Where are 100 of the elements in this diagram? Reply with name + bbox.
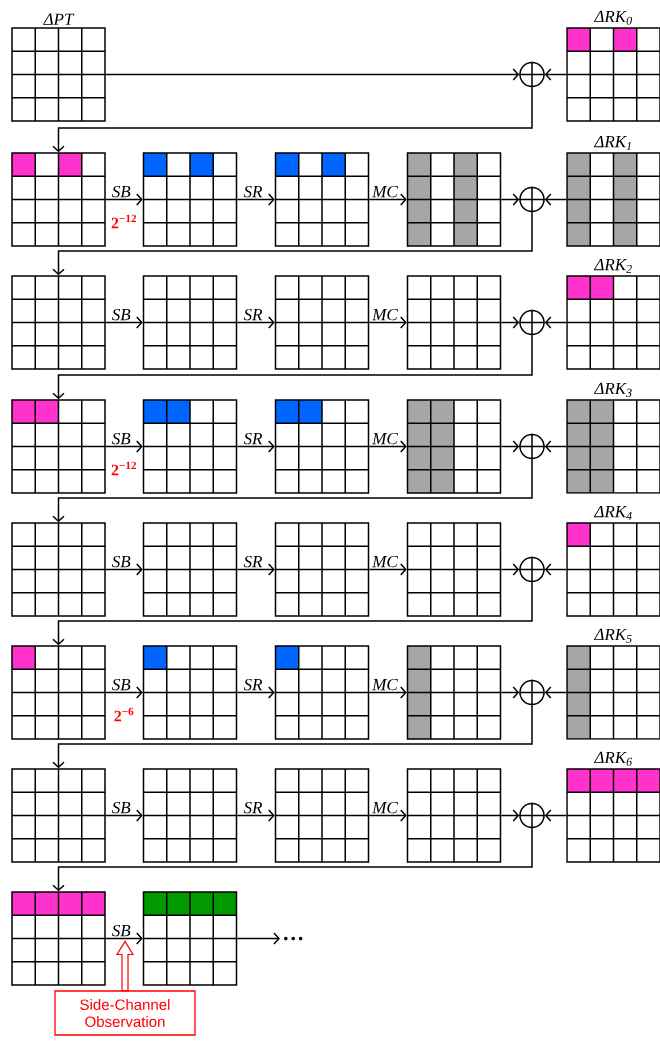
edge-label: SB: [112, 432, 131, 445]
edge-label: SR: [243, 555, 263, 568]
arrow: [52, 827, 533, 892]
xor-symbol: [518, 679, 546, 706]
observation-box: Side-Channel Observation: [54, 990, 196, 1036]
probability-label: 2$^{−12}$: [111, 461, 137, 476]
arrow: [500, 686, 520, 699]
edge-label: SB: [112, 678, 131, 691]
state-grid: [142, 275, 238, 370]
state-grid: [274, 522, 370, 617]
arrow: [52, 704, 533, 769]
edge-label: SR: [243, 308, 263, 321]
grid-heading: ΔRK$_{4}$: [593, 506, 632, 520]
edge-label: SR: [243, 432, 263, 445]
edge-label: MC: [372, 801, 398, 814]
state-grid: [11, 768, 106, 863]
arrow: [544, 316, 567, 329]
arrow: [52, 86, 533, 153]
edge-label: SR: [243, 801, 263, 814]
arrow: [544, 440, 567, 453]
state-grid: [406, 645, 502, 740]
arrow: [544, 193, 567, 206]
arrow: [236, 563, 275, 576]
edge-label: MC: [372, 432, 398, 445]
edge-label: MC: [372, 308, 398, 321]
state-grid: [142, 522, 238, 617]
grid-heading: ΔRK$_{1}$: [593, 136, 631, 150]
state-grid: [142, 891, 238, 986]
state-grid: [406, 152, 502, 247]
grid-heading: ΔRK$_{6}$: [593, 751, 632, 766]
edge-label: SR: [243, 185, 263, 198]
xor-symbol: [518, 802, 546, 829]
state-grid: [11, 645, 106, 740]
edge-label: SB: [112, 555, 131, 568]
arrow: [105, 932, 143, 945]
arrow: [105, 440, 143, 453]
edge-label: MC: [372, 555, 398, 568]
state-grid: [406, 399, 502, 494]
grid-heading: ΔRK$_{5}$: [593, 628, 632, 643]
arrow: [236, 440, 275, 453]
state-grid: [11, 522, 106, 617]
arrow: [52, 458, 533, 523]
arrow: [500, 563, 520, 576]
arrow: [368, 193, 407, 206]
observation-arrow: [115, 940, 135, 992]
grid-heading: ΔPT: [43, 13, 75, 25]
grid-heading: ΔRK$_{0}$: [593, 10, 632, 25]
state-grid: [142, 768, 238, 863]
state-grid: [11, 275, 106, 370]
xor-symbol: [518, 433, 546, 460]
state-grid: [142, 645, 238, 740]
state-grid: [274, 275, 370, 370]
arrow: [105, 686, 143, 699]
arrow: [500, 193, 520, 206]
arrow: [368, 809, 407, 822]
xor-symbol: [518, 61, 546, 88]
state-grid: [274, 645, 370, 740]
edge-label: SB: [112, 185, 131, 198]
ellipsis: …: [284, 936, 303, 941]
arrow: [52, 581, 533, 646]
arrow: [368, 316, 407, 329]
arrow: [105, 193, 143, 206]
arrow: [236, 932, 280, 945]
state-grid: [11, 891, 106, 986]
state-grid: [11, 399, 106, 494]
state-grid: [274, 152, 370, 247]
arrow: [105, 68, 520, 81]
edge-label: MC: [372, 678, 398, 691]
probability-label: 2$^{−6}$: [114, 707, 134, 722]
arrow: [544, 809, 567, 822]
edge-label: SB: [112, 924, 131, 937]
xor-symbol: [518, 186, 546, 213]
arrow: [52, 334, 533, 400]
arrow: [105, 316, 143, 329]
edge-label: MC: [372, 185, 398, 198]
grid-heading: ΔRK$_{2}$: [593, 259, 632, 273]
state-grid: [142, 152, 238, 247]
arrow: [105, 563, 143, 576]
arrow: [544, 686, 567, 699]
arrow: [236, 316, 275, 329]
probability-label: 2$^{−12}$: [111, 214, 137, 229]
arrow: [500, 809, 520, 822]
edge-label: SB: [112, 308, 131, 321]
xor-symbol: [518, 556, 546, 583]
state-grid: [274, 768, 370, 863]
arrow: [368, 563, 407, 576]
state-grid: [406, 768, 502, 863]
arrow: [368, 440, 407, 453]
state-grid: [142, 399, 238, 494]
arrow: [500, 316, 520, 329]
edge-label: SR: [243, 678, 263, 691]
arrow: [236, 686, 275, 699]
state-grid: [406, 522, 502, 617]
xor-symbol: [518, 309, 546, 336]
arrow: [368, 686, 407, 699]
arrow: [105, 809, 143, 822]
state-grid: [11, 152, 106, 247]
arrow: [52, 211, 533, 276]
edge-label: SB: [112, 801, 131, 814]
state-grid: [406, 275, 502, 370]
